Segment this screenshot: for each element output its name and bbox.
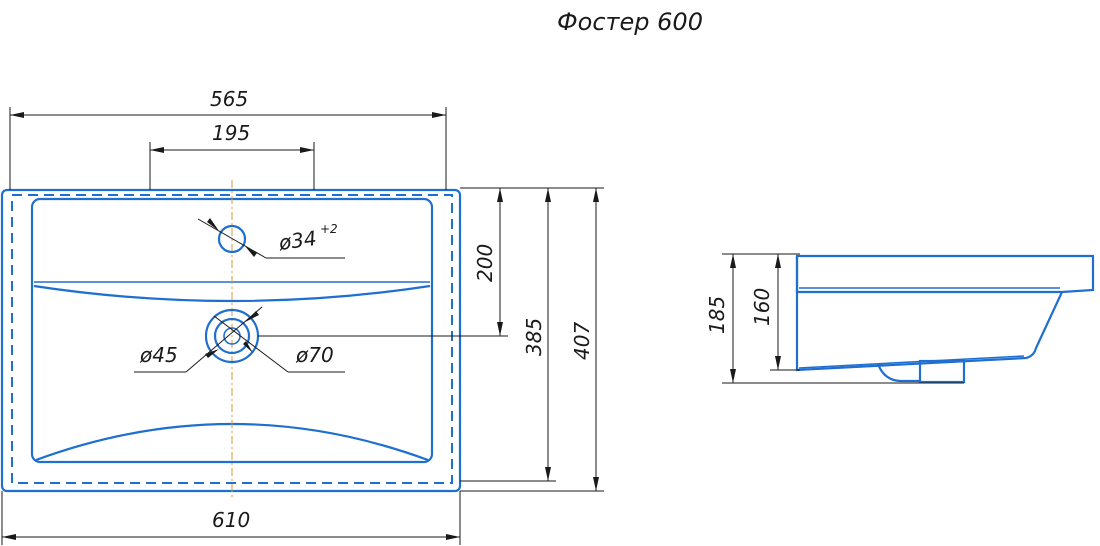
arrow-407-bottom (593, 477, 599, 491)
leader-faucet-hole (197, 218, 267, 259)
faucet-hole (217, 224, 247, 254)
arrow-faucet-hole-a (207, 218, 219, 231)
side-body-inner (798, 355, 1025, 369)
dim-label-385: 385 (522, 318, 546, 356)
arrow-faucet-hole-b (245, 246, 257, 257)
arrow-160-bottom (775, 356, 781, 370)
arrow-195-left (150, 147, 164, 153)
arrow-200-bottom (497, 322, 503, 336)
leader-drain-outer (213, 315, 289, 373)
arrow-610-right (446, 534, 460, 540)
dim-label-200: 200 (473, 244, 497, 282)
arrow-610-left (2, 534, 16, 540)
arrow-407-top (593, 188, 599, 202)
arrow-160-top (775, 254, 781, 268)
drain-inner-circle (213, 317, 251, 355)
arrow-185-bottom (730, 369, 736, 383)
arrow-185-top (730, 254, 736, 268)
dim-label-drain-outer: ø70 (295, 343, 334, 367)
dim-label-610: 610 (212, 508, 250, 532)
side-drain-bowl (876, 363, 920, 383)
arrow-385-top (545, 188, 551, 202)
arrow-drain-outer (243, 341, 253, 353)
arrow-385-bottom (545, 467, 551, 481)
bowl-upper-edge (33, 284, 431, 303)
side-body (795, 256, 1063, 372)
arrow-565-right (432, 112, 446, 118)
side-view: 185 160 (705, 253, 1095, 384)
side-rim (795, 254, 1095, 294)
drawing-title: Фостер 600 (557, 8, 703, 36)
arrow-drain-inner-a (245, 311, 259, 322)
arrow-200-top (497, 188, 503, 202)
arrow-195-right (300, 147, 314, 153)
dim-label-185: 185 (705, 296, 729, 334)
dim-label-195: 195 (212, 121, 250, 145)
dim-label-faucet-hole: ø34 (276, 226, 318, 255)
arrow-drain-inner-b (205, 349, 219, 358)
dim-label-160: 160 (750, 288, 774, 326)
dim-label-drain-inner: ø45 (139, 343, 178, 367)
dim-label-faucet-hole-tolerance: +2 (320, 222, 338, 236)
cabinet-dashed-outline (11, 194, 453, 484)
arrow-565-left (10, 112, 24, 118)
dim-label-407: 407 (570, 322, 594, 360)
sink-outer-outline (0, 188, 462, 493)
dim-label-565: 565 (210, 87, 248, 111)
side-drain-fitting (918, 359, 966, 384)
top-view: 565 195 ø34 +2 ø45 ø70 (0, 87, 604, 545)
